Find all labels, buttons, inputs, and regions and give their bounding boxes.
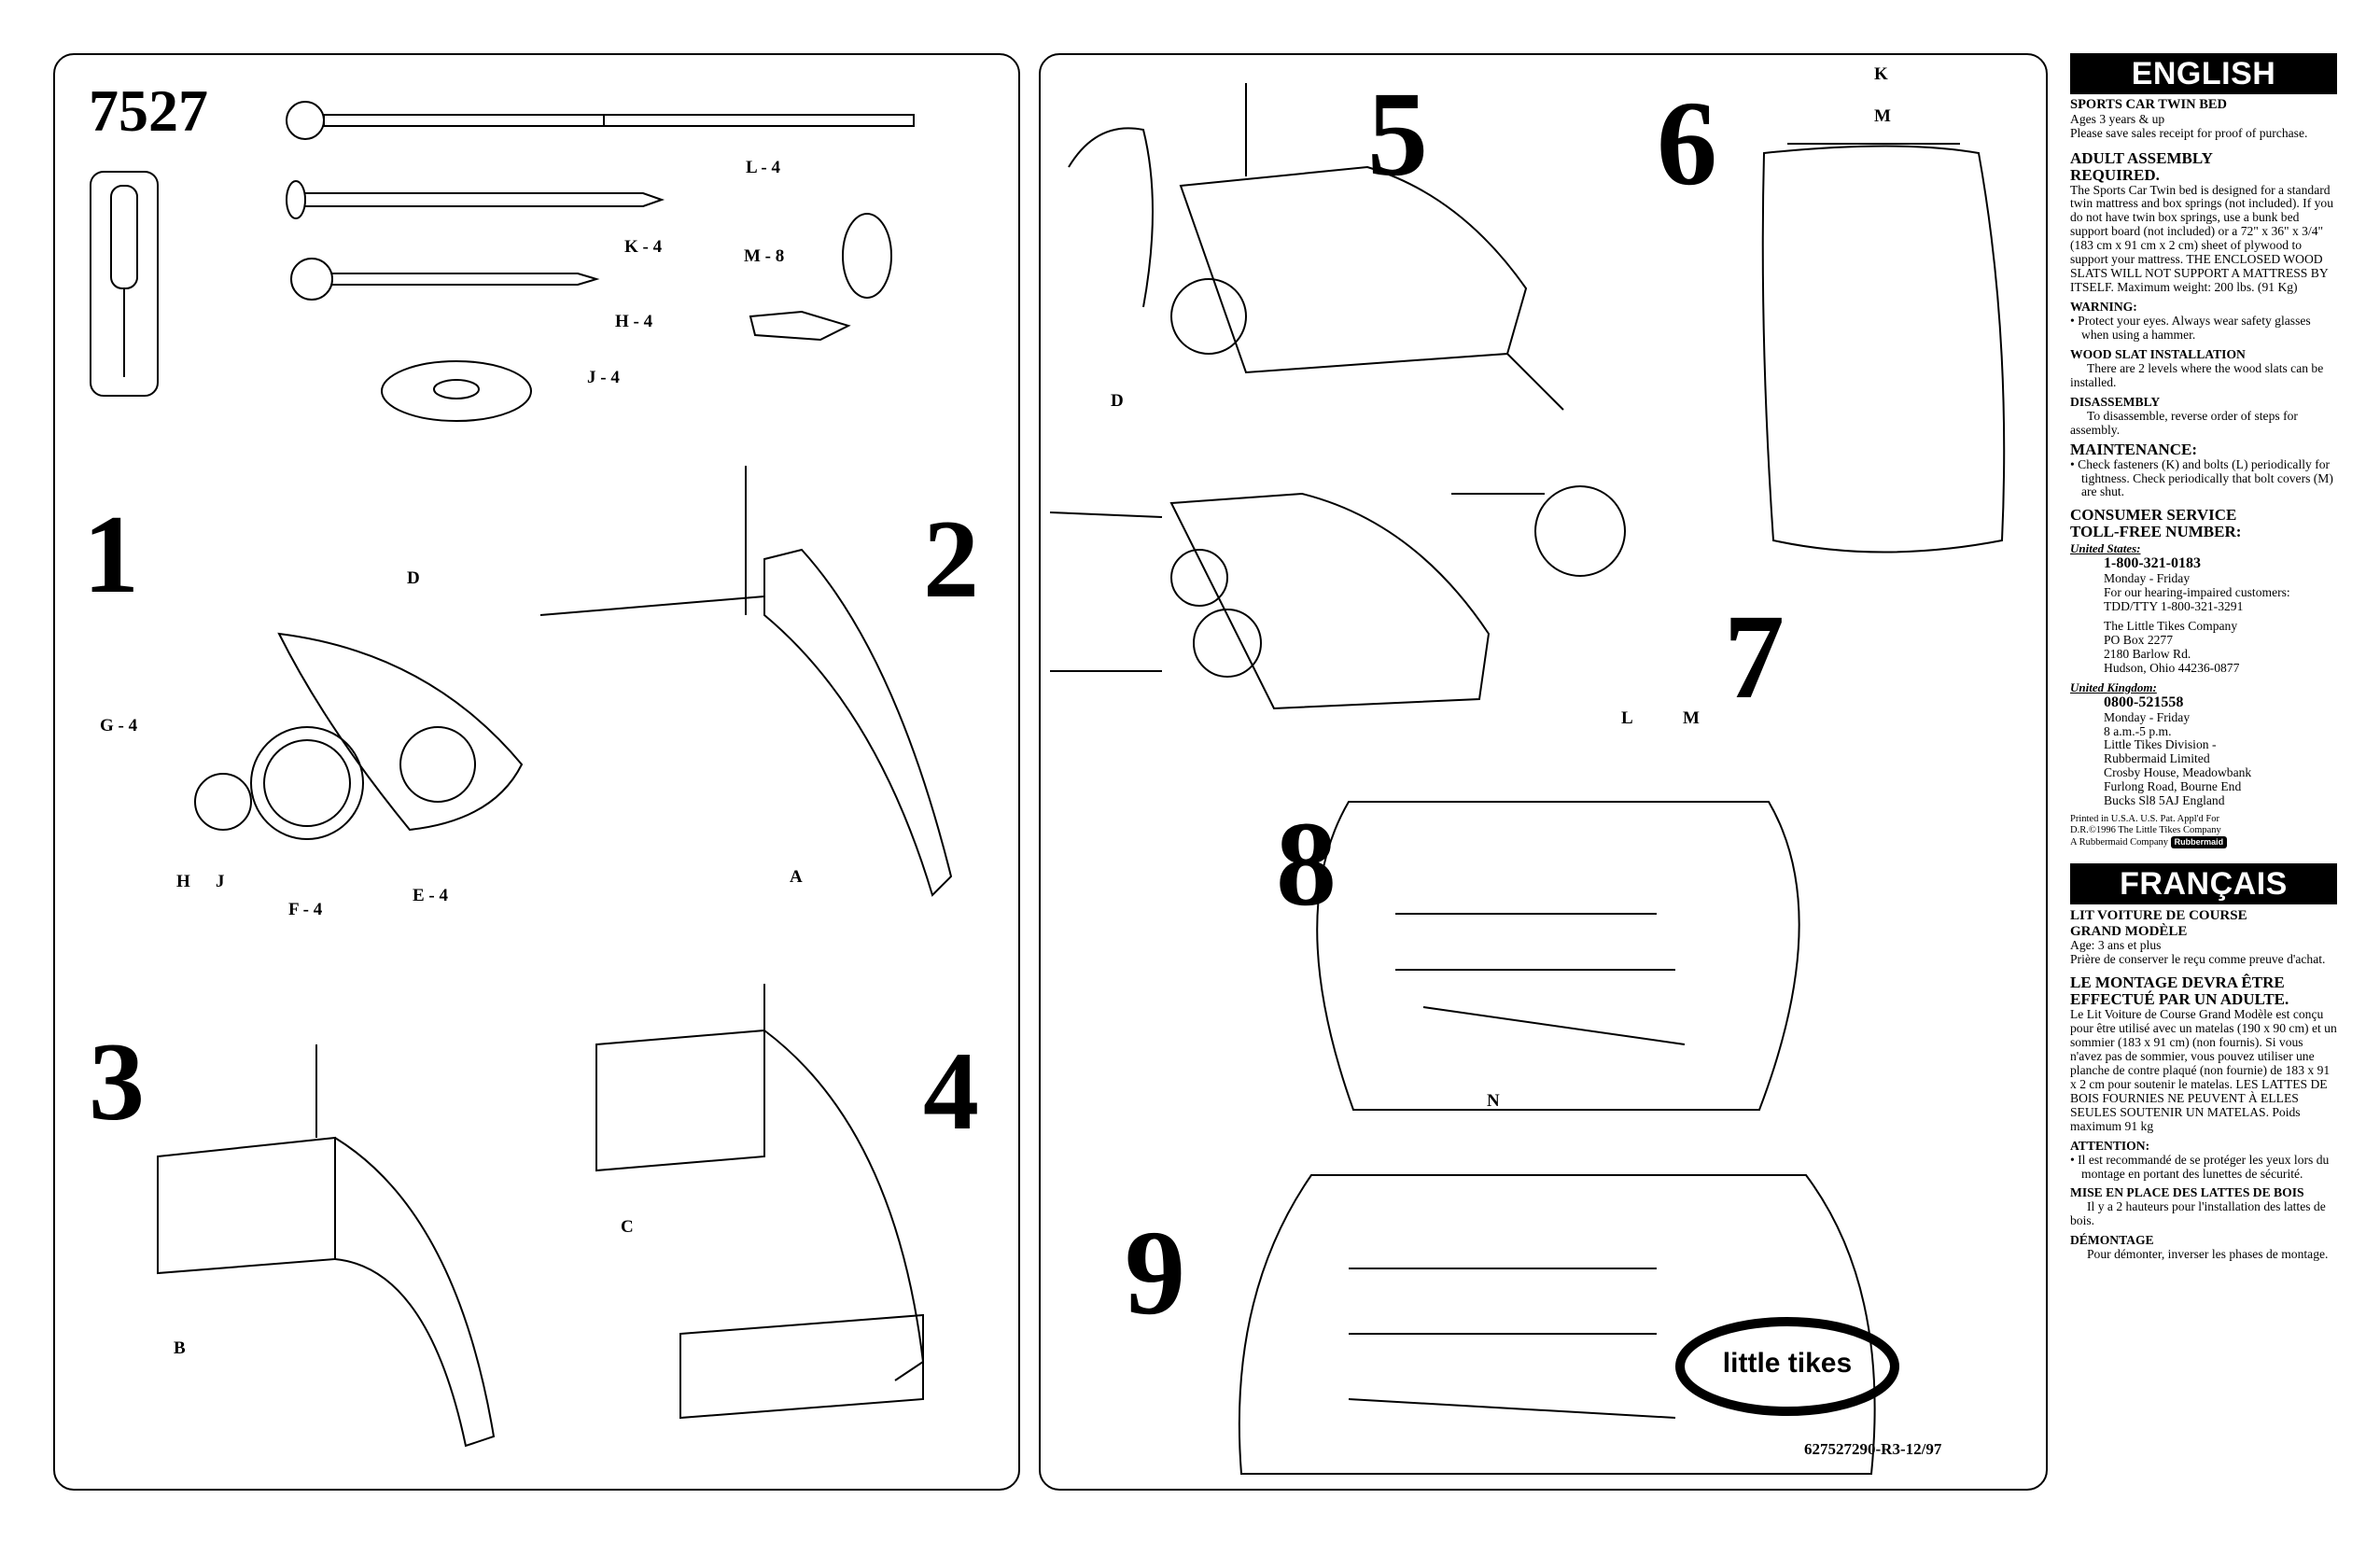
part-label-L-short: L	[1621, 708, 1633, 728]
step-9-number: 9	[1125, 1206, 1185, 1340]
uk-address-line: Crosby House, Meadowbank	[2104, 765, 2252, 780]
us-phone: 1-800-321-0183	[2104, 555, 2201, 572]
part-label-G: G - 4	[100, 716, 138, 735]
english-ages: Ages 3 years & up	[2070, 111, 2165, 126]
part-label-D-step5: D	[1111, 391, 1124, 411]
part-label-B: B	[174, 1338, 186, 1358]
part-label-N: N	[1487, 1091, 1500, 1111]
uk-label: United Kingdom:	[2070, 679, 2157, 694]
uk-address-line: Furlong Road, Bourne End	[2104, 779, 2242, 794]
printed-line: D.R.©1996 The Little Tikes Company	[2070, 825, 2221, 836]
us-address-line: The Little Tikes Company	[2104, 618, 2238, 633]
us-hours: Monday - Friday	[2104, 571, 2191, 586]
uk-phone: 0800-521558	[2104, 693, 2184, 710]
printed-line: A Rubbermaid Company Rubbermaid	[2070, 836, 2337, 848]
step-5-number: 5	[1367, 67, 1428, 202]
us-tdd-line-2: TDD/TTY 1-800-321-3291	[2104, 598, 2244, 613]
part-label-H-short: H	[176, 872, 190, 891]
part-label-D: D	[407, 568, 420, 588]
part-label-M: M - 8	[744, 246, 785, 266]
step-2-number: 2	[923, 497, 979, 621]
francais-attention-heading: ATTENTION:	[2070, 1138, 2150, 1153]
english-product-name: SPORTS CAR TWIN BED	[2070, 97, 2228, 112]
us-tdd-line-1: For our hearing-impaired customers:	[2104, 584, 2290, 599]
part-label-F: F - 4	[288, 900, 323, 919]
english-adult-heading-2: REQUIRED.	[2070, 165, 2160, 184]
part-label-K-short: K	[1874, 64, 1888, 84]
left-instruction-panel: 7527	[53, 53, 1020, 1491]
francais-demontage-body: Pour démonter, inverser les phases de mo…	[2087, 1247, 2329, 1262]
step-6-number: 6	[1657, 77, 1717, 211]
us-label: United States:	[2070, 541, 2141, 556]
english-slat-body: There are 2 levels where the wood slats …	[2070, 360, 2324, 389]
assembly-illustrations	[1049, 83, 2006, 1475]
english-maintenance-heading: MAINTENANCE:	[2070, 440, 2197, 458]
instructions-text-column: ENGLISH SPORTS CAR TWIN BED Ages 3 years…	[2070, 53, 2337, 1262]
step-7-number: 7	[1724, 590, 1785, 724]
francais-product-name-1: LIT VOITURE DE COURSE	[2070, 908, 2247, 924]
model-number: 7527	[89, 77, 208, 144]
english-consumer-service-heading-1: CONSUMER SERVICE	[2070, 506, 2237, 525]
step-4-number: 4	[923, 1029, 979, 1153]
rubbermaid-logo: Rubbermaid	[2170, 836, 2228, 848]
document-code: 627527290-R3-12/97	[1804, 1440, 1942, 1458]
francais-receipt: Prière de conserver le reçu comme preuve…	[2070, 952, 2326, 967]
part-label-A: A	[790, 867, 803, 887]
printed-line: Printed in U.S.A. U.S. Pat. Appl'd For	[2070, 814, 2219, 825]
printed-notice: Printed in U.S.A. U.S. Pat. Appl'd For D…	[2070, 814, 2337, 848]
part-label-H: H - 4	[615, 312, 653, 331]
middle-instruction-panel: 5 D 6 K M 7 L M 8 N 9 little tikes 62752…	[1039, 53, 2048, 1491]
english-banner: ENGLISH	[2070, 53, 2337, 94]
part-label-J: J - 4	[587, 368, 620, 387]
part-label-M-short: M	[1874, 106, 1891, 126]
english-receipt: Please save sales receipt for proof of p…	[2070, 125, 2308, 140]
uk-address-line: Little Tikes Division -	[2104, 737, 2217, 752]
part-label-L: L - 4	[746, 158, 780, 177]
francais-slat-body: Il y a 2 hauteurs pour l'installation de…	[2070, 1199, 2326, 1228]
step-1-number: 1	[83, 492, 139, 616]
english-disassembly-body: To disassemble, reverse order of steps f…	[2070, 408, 2298, 437]
part-label-K: K - 4	[624, 237, 663, 257]
printed-line-text: A Rubbermaid Company	[2070, 837, 2168, 848]
uk-address-line: Monday - Friday	[2104, 709, 2191, 724]
uk-address-line: Bucks Sl8 5AJ England	[2104, 793, 2225, 808]
english-consumer-service-heading-2: TOLL-FREE NUMBER:	[2070, 523, 2242, 541]
part-label-E: E - 4	[413, 886, 448, 905]
us-address-line: Hudson, Ohio 44236-0877	[2104, 660, 2240, 675]
english-adult-heading-1: ADULT ASSEMBLY	[2070, 148, 2213, 167]
english-warning-heading: WARNING:	[2070, 300, 2137, 315]
english-slat-heading: WOOD SLAT INSTALLATION	[2070, 347, 2246, 362]
part-label-M-short-step7: M	[1683, 708, 1700, 728]
francais-demontage-heading: DÉMONTAGE	[2070, 1233, 2154, 1248]
francais-slat-heading: MISE EN PLACE DES LATTES DE BOIS	[2070, 1185, 2304, 1200]
francais-product-name-2: GRAND MODÈLE	[2070, 923, 2188, 939]
uk-address-line: Rubbermaid Limited	[2104, 751, 2210, 766]
english-disassembly-heading: DISASSEMBLY	[2070, 394, 2161, 409]
francais-adult-heading-1: LE MONTAGE DEVRA ÊTRE	[2070, 974, 2285, 992]
francais-banner: FRANÇAIS	[2070, 863, 2337, 905]
francais-adult-body: Le Lit Voiture de Course Grand Modèle es…	[2070, 1007, 2337, 1133]
francais-attention-body: • Il est recommandé de se protéger les y…	[2070, 1152, 2330, 1181]
step-8-number: 8	[1276, 797, 1337, 932]
francais-adult-heading-2: EFFECTUÉ PAR UN ADULTE.	[2070, 990, 2289, 1009]
francais-ages: Age: 3 ans et plus	[2070, 938, 2162, 953]
hardware-illustrations	[90, 101, 953, 1448]
us-address-line: 2180 Barlow Rd.	[2104, 646, 2191, 661]
english-warning-body: • Protect your eyes. Always wear safety …	[2070, 314, 2311, 343]
uk-address-line: 8 a.m.-5 p.m.	[2104, 723, 2172, 738]
us-address-line: PO Box 2277	[2104, 632, 2174, 647]
step-3-number: 3	[89, 1019, 145, 1143]
english-maintenance-body: • Check fasteners (K) and bolts (L) peri…	[2070, 456, 2333, 499]
part-label-C: C	[621, 1217, 634, 1237]
english-adult-body: The Sports Car Twin bed is designed for …	[2070, 182, 2334, 295]
little-tikes-logo: little tikes	[1722, 1348, 1853, 1379]
part-label-J-short: J	[216, 872, 225, 891]
